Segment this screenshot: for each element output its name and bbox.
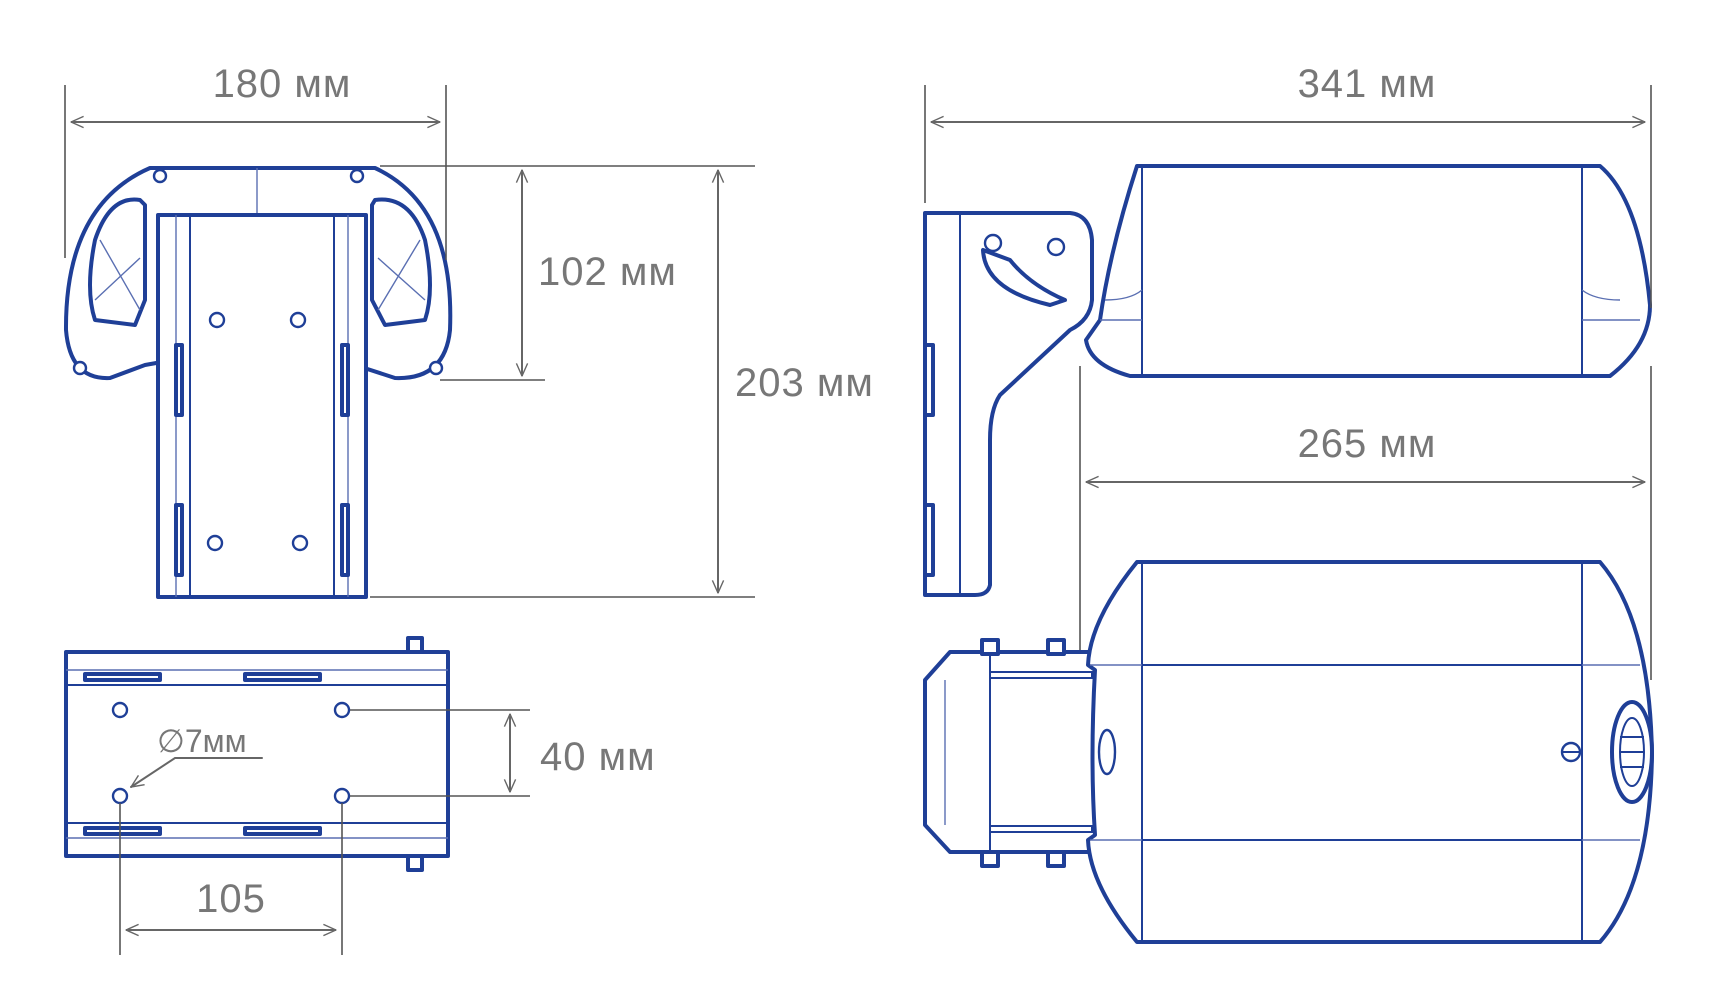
top-lamp-body bbox=[1086, 560, 1654, 944]
mount-hole bbox=[111, 787, 129, 805]
front-right-window bbox=[370, 197, 432, 327]
top-view bbox=[923, 560, 1654, 944]
dim-hole-spacing-vertical: 40 мм bbox=[540, 735, 656, 779]
dim-length-total: 341 мм bbox=[1298, 62, 1437, 106]
slot-hole bbox=[289, 311, 307, 329]
dim-length-body: 265 мм bbox=[1298, 422, 1437, 466]
mount-hole bbox=[111, 701, 129, 719]
dim-width-front: 180 мм bbox=[213, 62, 352, 106]
bracket-plate bbox=[64, 650, 450, 858]
bracket-top-view bbox=[64, 636, 450, 872]
cable-gland bbox=[1097, 728, 1117, 776]
side-lamp-body bbox=[1084, 164, 1652, 378]
mount-hole bbox=[333, 787, 351, 805]
dim-hole-diameter: ∅7мм bbox=[157, 723, 247, 759]
front-dimensions: 180 мм 102 мм 203 мм bbox=[64, 62, 874, 598]
dim-hole-spacing-horizontal: 105 bbox=[196, 877, 266, 921]
front-view bbox=[63, 166, 453, 599]
screw-icon bbox=[428, 360, 444, 376]
screw-icon bbox=[349, 168, 365, 184]
slot-hole bbox=[208, 311, 226, 329]
screw-icon bbox=[152, 168, 168, 184]
side-bracket bbox=[923, 211, 1094, 597]
top-clamp bbox=[923, 650, 1097, 854]
mount-hole bbox=[333, 701, 351, 719]
screw-icon bbox=[72, 360, 88, 376]
side-view bbox=[923, 164, 1652, 597]
side-dimensions: 341 мм 265 мм bbox=[924, 62, 1652, 680]
dim-height-total: 203 мм bbox=[735, 361, 874, 405]
mount-hole bbox=[206, 534, 224, 552]
mount-hole bbox=[291, 534, 309, 552]
bracket-dimensions: 40 мм 105 ∅7мм bbox=[119, 709, 656, 955]
dim-height-head: 102 мм bbox=[538, 250, 677, 294]
front-bracket bbox=[156, 213, 368, 599]
